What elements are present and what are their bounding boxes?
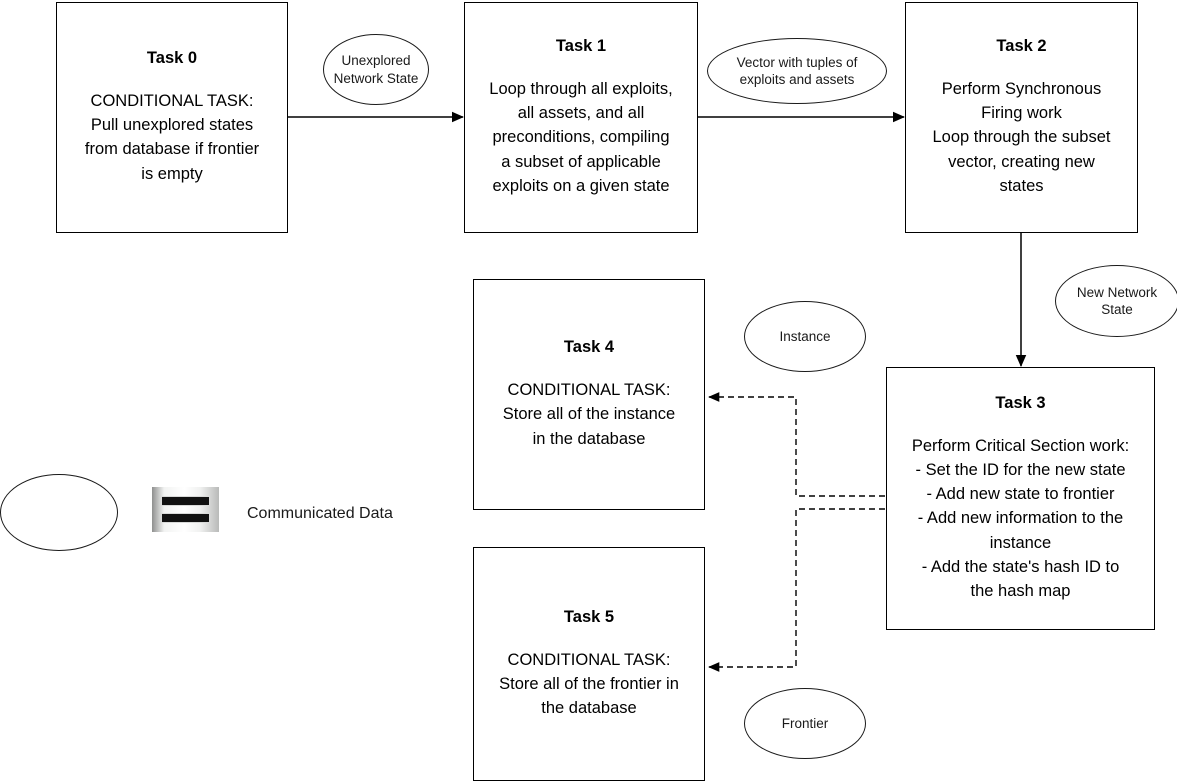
node-task1-body: Loop through all exploits, all assets, a…	[489, 79, 673, 195]
legend-label: Communicated Data	[247, 505, 393, 522]
node-task3-title: Task 3	[995, 393, 1046, 412]
label-unexplored-network-state: Unexplored Network State	[323, 34, 429, 105]
node-task3[interactable]: Task 3 Perform Critical Section work: - …	[886, 367, 1155, 630]
edge-task3-to-task5	[708, 508, 885, 672]
node-task2-body: Perform Synchronous Firing work Loop thr…	[932, 79, 1111, 195]
node-task5-body: CONDITIONAL TASK: Store all of the front…	[499, 650, 679, 718]
node-task3-body: Perform Critical Section work: - Set the…	[911, 436, 1130, 601]
node-task0-body: CONDITIONAL TASK: Pull unexplored states…	[84, 91, 260, 183]
equals-icon-bar-top	[160, 496, 211, 506]
node-task0-title: Task 0	[146, 49, 198, 68]
label-frontier: Frontier	[744, 688, 866, 759]
node-task5-title: Task 5	[563, 607, 615, 626]
equals-icon	[152, 487, 219, 532]
node-task4[interactable]: Task 4 CONDITIONAL TASK: Store all of th…	[473, 279, 705, 510]
label-instance: Instance	[744, 301, 866, 372]
node-task2-title: Task 2	[996, 36, 1047, 55]
node-task1-title: Task 1	[555, 36, 607, 55]
node-task0[interactable]: Task 0 CONDITIONAL TASK: Pull unexplored…	[56, 2, 288, 233]
node-task2[interactable]: Task 2 Perform Synchronous Firing work L…	[905, 2, 1138, 233]
edge-task3-to-task4	[708, 392, 885, 497]
node-task1[interactable]: Task 1 Loop through all exploits, all as…	[464, 2, 698, 233]
node-task4-title: Task 4	[563, 338, 615, 357]
node-task4-body: CONDITIONAL TASK: Store all of the insta…	[502, 381, 676, 448]
equals-icon-bar-bottom	[160, 513, 211, 523]
node-task5[interactable]: Task 5 CONDITIONAL TASK: Store all of th…	[473, 547, 705, 781]
legend-ellipse-shape	[0, 474, 118, 551]
label-vector-tuples: Vector with tuples of exploits and asset…	[707, 38, 887, 104]
label-new-network-state: New Network State	[1055, 265, 1177, 337]
